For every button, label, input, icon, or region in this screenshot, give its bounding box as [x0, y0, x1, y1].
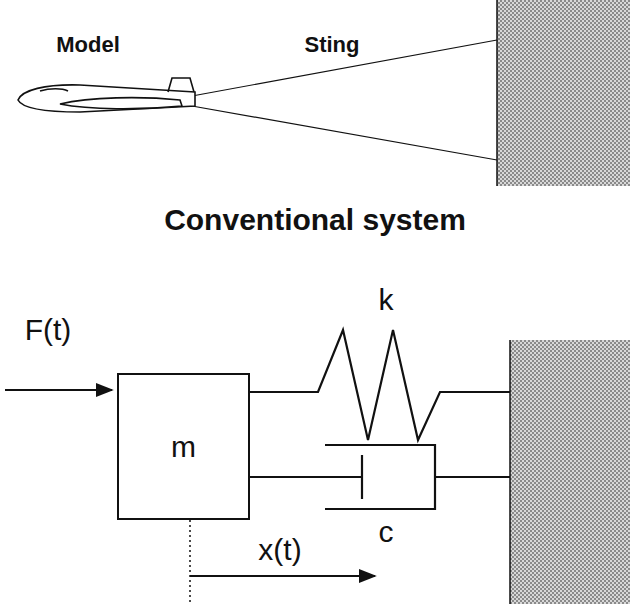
mass-label: m: [171, 430, 196, 464]
force-arrow: [5, 389, 112, 391]
sting-line: [192, 106, 497, 160]
damping-coefficient: c: [379, 517, 394, 547]
reference-line: [189, 520, 191, 604]
force-label: F(t): [25, 315, 72, 345]
mass-block: m: [117, 373, 250, 520]
wall: [497, 0, 630, 186]
wall: [510, 340, 630, 604]
part-name: Model: [56, 34, 120, 56]
aircraft-model: [18, 78, 195, 112]
part-name: Sting: [305, 34, 360, 56]
displacement-arrow: [190, 575, 375, 577]
figure-caption: Conventional system: [164, 205, 466, 235]
damper-symbol: [250, 445, 510, 509]
spring-constant: k: [379, 285, 394, 315]
displacement-label: x(t): [258, 535, 301, 565]
spring-symbol: [250, 330, 510, 440]
